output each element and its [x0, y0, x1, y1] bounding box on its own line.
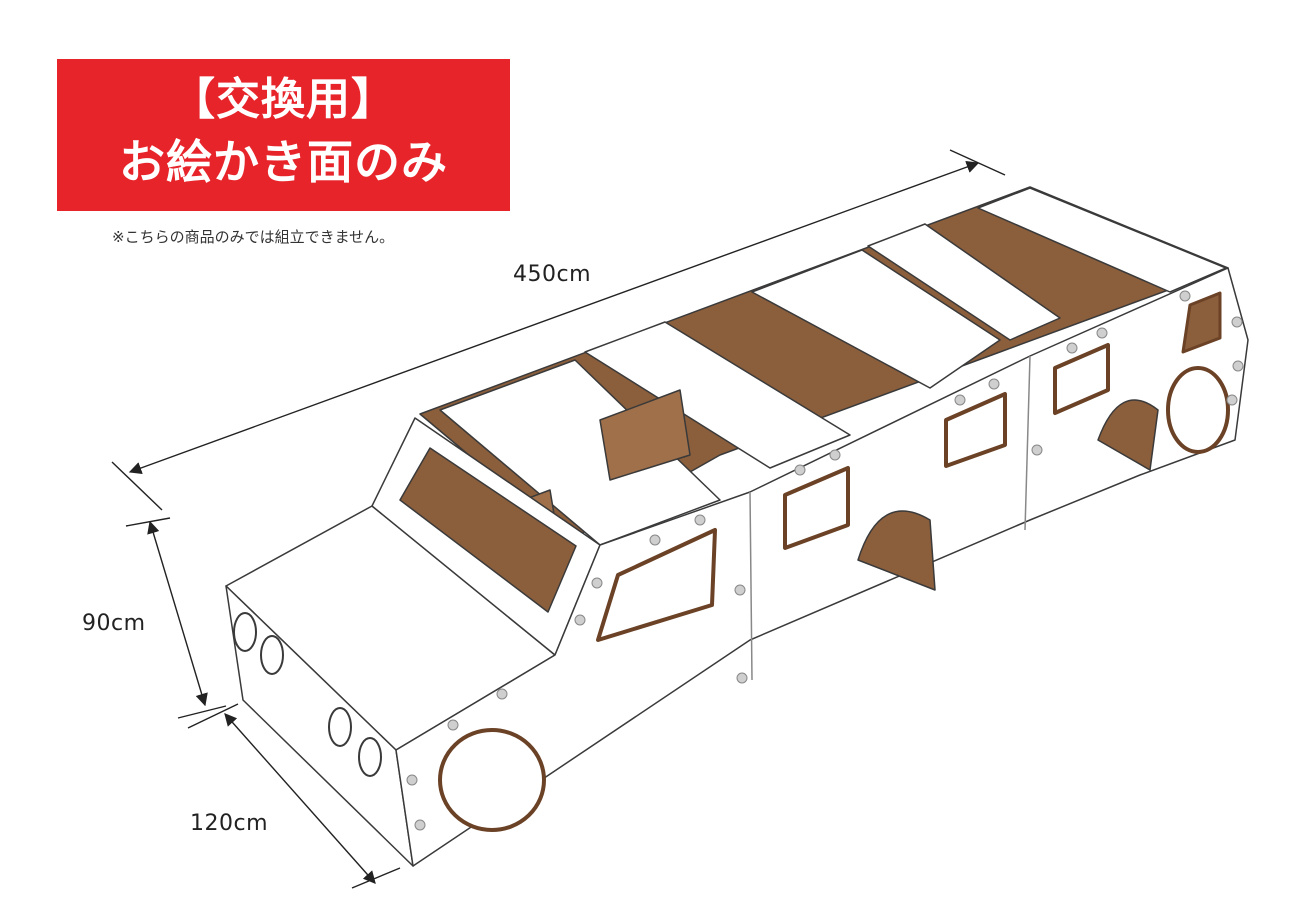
side-window-4: [1053, 343, 1110, 415]
length-dimension-line: [128, 160, 980, 475]
length-label: 450cm: [513, 262, 592, 287]
back-wheel-arch: [1097, 399, 1159, 471]
windshield-opening: [399, 447, 577, 613]
banner-line-1: 【交換用】: [171, 74, 396, 125]
bolts: [406, 290, 1244, 831]
roof-plank-5: [977, 187, 1227, 293]
width-dimension-line: [224, 713, 376, 884]
front-wheel: [438, 728, 546, 832]
headlights: [233, 612, 382, 777]
assembly-note: ※こちらの商品のみでは組立できません。: [112, 228, 395, 246]
roof-plank-4: [867, 223, 1061, 341]
roof-plank-2: [584, 321, 851, 469]
side-window-1: [596, 528, 717, 642]
rear-wheel-arch: [857, 510, 936, 591]
roof-plank-3: [751, 249, 1001, 389]
dimension-lines: [111, 149, 1006, 889]
width-label: 120cm: [190, 811, 269, 836]
height-dimension-line: [147, 520, 208, 707]
height-label: 90cm: [82, 611, 146, 636]
replacement-banner: 【交換用】 お絵かき面のみ: [57, 59, 510, 211]
rear-window: [1181, 291, 1222, 354]
limousine-body: [225, 186, 1249, 867]
banner-line-2: お絵かき面のみ: [119, 135, 448, 189]
side-window-3: [944, 392, 1007, 468]
back-wheel: [1166, 366, 1230, 454]
near-side-wall: [395, 267, 1249, 867]
side-window-2: [783, 466, 850, 550]
